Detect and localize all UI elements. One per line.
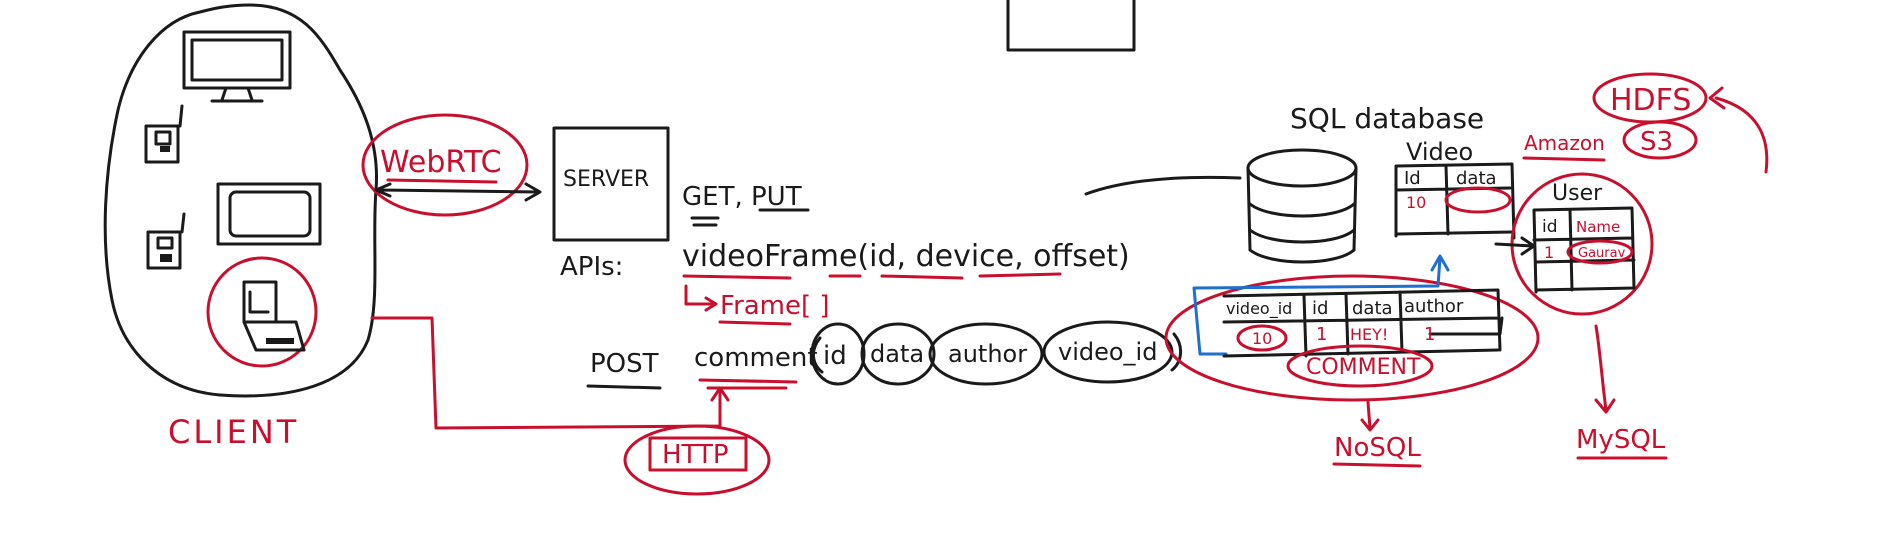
http-label: HTTP xyxy=(662,440,729,470)
param-author: author xyxy=(928,322,1044,386)
monitor-icon xyxy=(182,30,292,103)
comment-label: COMMENT xyxy=(1306,355,1421,380)
video-frame-call: videoFrame(id, device, offset) xyxy=(682,239,1130,274)
hdfs-label: HDFS xyxy=(1610,83,1691,118)
comment-header-id: id xyxy=(1312,298,1328,319)
frame-return-arrow xyxy=(684,284,718,312)
webrtc-group: WebRTC xyxy=(361,113,542,217)
server-to-db-line xyxy=(1084,175,1242,196)
mysql-label: MySQL xyxy=(1576,425,1666,455)
s3-label: S3 xyxy=(1640,127,1673,157)
video-row-id: 10 xyxy=(1406,193,1426,212)
amazon-label: Amazon xyxy=(1524,131,1605,155)
comment-header-data: data xyxy=(1352,298,1393,319)
comment-call: comment xyxy=(694,343,818,373)
user-row-id: 1 xyxy=(1544,243,1554,262)
comment-row-video-id: 10 xyxy=(1252,329,1272,348)
user-header-name: Name xyxy=(1576,218,1620,236)
apis-label: APIs: xyxy=(560,252,623,282)
get-put-label: GET, PUT xyxy=(682,182,802,212)
nosql-label: NoSQL xyxy=(1334,433,1421,463)
database-cylinder-icon xyxy=(1246,148,1358,264)
server-group: SERVER xyxy=(552,126,670,242)
comment-row-data: HEY! xyxy=(1350,325,1388,344)
video-table-title: Video xyxy=(1406,138,1473,166)
param-label: id xyxy=(823,341,847,371)
http-link-line xyxy=(370,316,730,430)
video-table: Video Id data 10 xyxy=(1394,138,1516,240)
param-label: data xyxy=(870,340,924,368)
comment-header-video-id: video_id xyxy=(1226,299,1292,319)
http-group: HTTP xyxy=(370,316,771,496)
client-label: CLIENT xyxy=(168,413,299,451)
param-id: id xyxy=(810,322,866,386)
server-box xyxy=(552,126,670,242)
webrtc-label: WebRTC xyxy=(380,145,502,180)
top-box xyxy=(1006,0,1136,52)
param-label: video_id xyxy=(1058,338,1157,366)
phone-icon xyxy=(144,104,184,164)
param-label: author xyxy=(948,340,1027,368)
user-table: User id Name 1 Gaurav MySQL xyxy=(1494,172,1668,460)
video-header-data: data xyxy=(1456,168,1497,189)
database-group: SQL database Video Id data 10 Amazon S3 … xyxy=(1084,72,1769,468)
frame-return-label: Frame[ ] xyxy=(720,291,830,321)
comment-row-author: 1 xyxy=(1424,324,1435,345)
param-video-id: video_id xyxy=(1042,320,1174,384)
storage-group: Amazon S3 HDFS xyxy=(1522,72,1769,174)
comment-to-nosql-arrow xyxy=(1360,400,1380,432)
database-title: SQL database xyxy=(1290,102,1484,135)
param-data: data xyxy=(860,322,936,386)
user-row-name: Gaurav xyxy=(1578,246,1626,261)
hdfs-arrow xyxy=(1708,86,1769,174)
user-header-id: id xyxy=(1542,217,1558,237)
laptop-icon xyxy=(206,256,318,368)
comment-row-id: 1 xyxy=(1316,324,1327,345)
user-table-title: User xyxy=(1552,181,1603,206)
client-blob xyxy=(103,3,379,398)
video-header-id: Id xyxy=(1404,168,1421,189)
phone-icon xyxy=(146,212,186,270)
post-label: POST xyxy=(590,349,659,379)
server-label: SERVER xyxy=(563,167,649,192)
user-to-mysql-arrow xyxy=(1594,324,1616,414)
apis-group: GET, PUT APIs: videoFrame(id, device, of… xyxy=(560,182,1182,390)
webrtc-underline xyxy=(386,178,498,184)
comment-table: video_id id data author 10 1 HEY! 1 COMM… xyxy=(1164,254,1540,468)
comment-header-author: author xyxy=(1404,296,1464,317)
client-group: CLIENT xyxy=(103,3,379,451)
webrtc-arrow xyxy=(374,182,542,202)
tv-icon xyxy=(216,182,322,246)
